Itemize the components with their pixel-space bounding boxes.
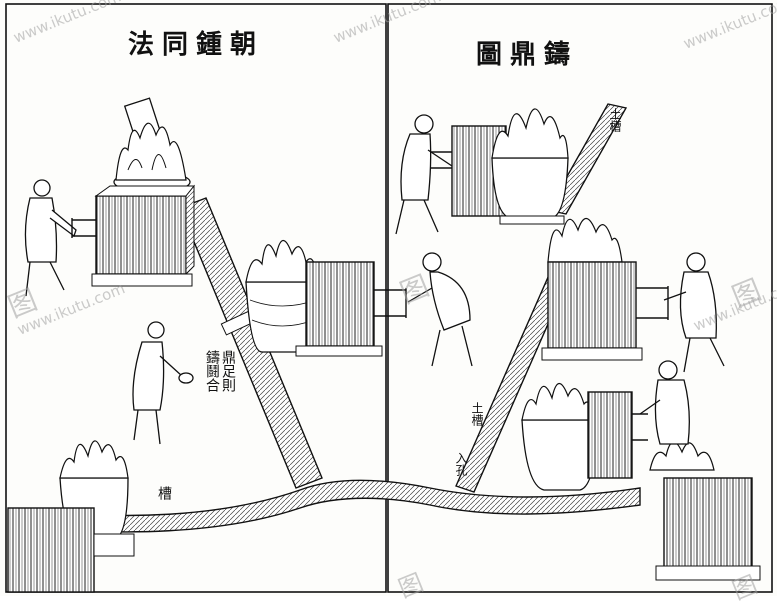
left-middle-furnace [245,239,383,357]
left-worker-1 [24,179,77,297]
left-trough [179,197,323,489]
right-inlet-label: 入孔 [454,452,468,476]
right-page-frame [387,3,773,593]
right-upper-trough [546,103,628,215]
right-worker-2 [407,252,473,367]
left-worker-2 [132,321,194,445]
left-upper-furnace [91,97,196,287]
left-page-title: 法同鍾朝 [128,30,265,60]
right-page-title: 圖鼎鑄 [476,40,579,70]
left-caption-col-1: 鼎足則 [220,350,236,392]
left-trough-label: 槽 [156,486,172,500]
right-bottom-furnace [649,441,761,581]
right-lower-furnace [521,382,633,491]
right-worker-4 [639,360,690,445]
left-bottom-furnace [7,440,135,593]
right-lower-trough-label: 土槽 [470,402,484,426]
left-page-frame [5,3,387,593]
right-worker-1 [395,114,453,235]
bottom-channel [29,479,641,533]
bellows-handles [71,151,669,441]
right-upper-furnace [451,108,569,225]
right-worker-3 [663,252,725,373]
right-middle-furnace [541,217,643,361]
left-caption-col-2: 鑄鬪合 [204,350,220,392]
right-upper-trough-label: 土槽 [608,108,622,132]
